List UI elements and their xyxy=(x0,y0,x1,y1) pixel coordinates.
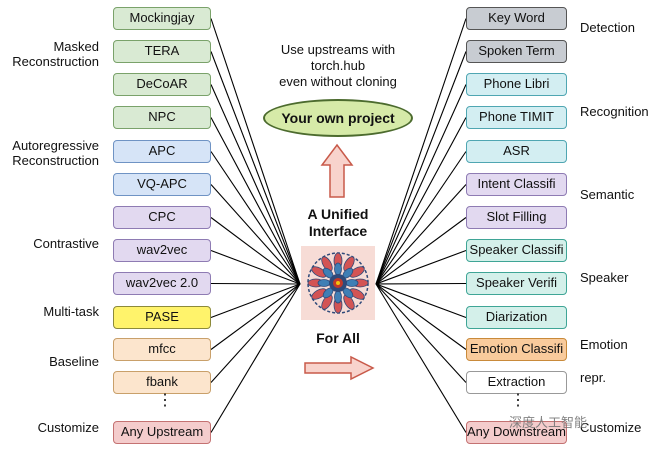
mandala-petal xyxy=(334,290,342,304)
upstream-box: fbank xyxy=(113,371,211,394)
upstream-connector xyxy=(210,283,301,433)
downstream-box: Any Downstream xyxy=(466,421,567,444)
upstream-connector xyxy=(210,18,301,285)
upstream-box: TERA xyxy=(113,40,211,63)
upstream-box: APC xyxy=(113,140,211,163)
upstream-connector xyxy=(210,51,301,285)
torch-hub-note: Use upstreams with torch.hub even withou… xyxy=(263,42,413,90)
left-category-label: Masked Reconstruction xyxy=(12,39,99,69)
right-arrow-icon xyxy=(304,355,375,381)
right-category-label: Emotion xyxy=(580,336,628,352)
downstream-connector xyxy=(375,184,467,285)
upstream-box: wav2vec 2.0 xyxy=(113,272,211,295)
upstream-connector xyxy=(210,184,301,285)
downstream-box: Speaker Verifi xyxy=(466,272,567,295)
downstream-connector xyxy=(375,283,467,350)
upstream-connector xyxy=(210,249,301,285)
upstream-connector xyxy=(210,151,301,285)
upstream-box: DeCoAR xyxy=(113,73,211,96)
upstream-box: Any Upstream xyxy=(113,421,211,444)
downstream-box: Phone Libri xyxy=(466,73,567,96)
right-category-label: Detection xyxy=(580,19,635,35)
upstream-connector xyxy=(210,117,301,285)
right-category-label: repr. xyxy=(580,369,607,385)
downstream-box: ASR xyxy=(466,140,567,163)
downstream-connector xyxy=(375,18,467,285)
downstream-box: Diarization xyxy=(466,306,567,329)
for-all-label: For All xyxy=(316,330,360,346)
downstream-connector xyxy=(375,283,467,383)
downstream-connector xyxy=(375,282,467,285)
downstream-box: Speaker Classifi xyxy=(466,239,567,262)
watermark-text: 深度人工智能 xyxy=(509,415,588,430)
right-category-label: Customize xyxy=(580,419,642,435)
upstream-box: NPC xyxy=(113,106,211,129)
left-category-label: Baseline xyxy=(49,353,99,369)
right-ellipsis: ⋮ xyxy=(510,392,526,409)
upstream-connector xyxy=(210,283,301,350)
upstream-connector xyxy=(210,217,301,285)
up-arrow-icon xyxy=(320,143,354,198)
upstream-box: mfcc xyxy=(113,338,211,361)
mandala-logo xyxy=(301,246,375,320)
downstream-box: Intent Classifi xyxy=(466,173,567,196)
left-category-label: Multi-task xyxy=(43,303,99,319)
downstream-connector xyxy=(375,217,467,285)
right-category-label: Semantic xyxy=(580,186,635,202)
downstream-box: Spoken Term xyxy=(466,40,567,63)
note-line-2: torch.hub xyxy=(310,58,366,73)
unified-interface-title: A Unified Interface xyxy=(288,206,388,240)
downstream-box: Slot Filling xyxy=(466,206,567,229)
downstream-box: Key Word xyxy=(466,7,567,30)
left-category-label: Autoregressive Reconstruction xyxy=(12,138,99,168)
note-line-3: even without cloning xyxy=(279,74,397,89)
mandala-petal xyxy=(317,279,331,287)
downstream-connector xyxy=(375,117,467,285)
right-category-label: Speaker xyxy=(580,269,629,285)
downstream-connector xyxy=(375,283,467,433)
upstream-connector xyxy=(210,84,301,285)
left-category-label: Contrastive xyxy=(33,235,99,251)
downstream-box: Extraction xyxy=(466,371,567,394)
title-line-2: Interface xyxy=(308,223,368,239)
mandala-petal xyxy=(334,262,342,276)
note-line-1: Use upstreams with xyxy=(280,42,396,57)
your-own-project-ellipse: Your own project xyxy=(263,99,413,137)
left-ellipsis: ⋮ xyxy=(157,392,173,409)
mandala-petal xyxy=(345,279,359,287)
mandala-icon xyxy=(307,252,369,314)
downstream-connector xyxy=(375,84,467,285)
right-category-label: Recognition xyxy=(580,103,649,119)
title-line-1: A Unified xyxy=(307,206,369,222)
upstream-box: VQ-APC xyxy=(113,173,211,196)
upstream-box: wav2vec xyxy=(113,239,211,262)
downstream-connector xyxy=(375,283,467,319)
downstream-box: Emotion Classifi xyxy=(466,338,567,361)
left-category-label: Customize xyxy=(37,419,99,435)
downstream-connector xyxy=(375,249,467,285)
upstream-connector xyxy=(210,282,301,285)
downstream-box: Phone TIMIT xyxy=(466,106,567,129)
downstream-connector xyxy=(375,51,467,285)
upstream-box: CPC xyxy=(113,206,211,229)
upstream-connector xyxy=(210,283,301,319)
downstream-connector xyxy=(375,151,467,285)
upstream-box: Mockingjay xyxy=(113,7,211,30)
upstream-connector xyxy=(210,283,301,383)
upstream-box: PASE xyxy=(113,306,211,329)
